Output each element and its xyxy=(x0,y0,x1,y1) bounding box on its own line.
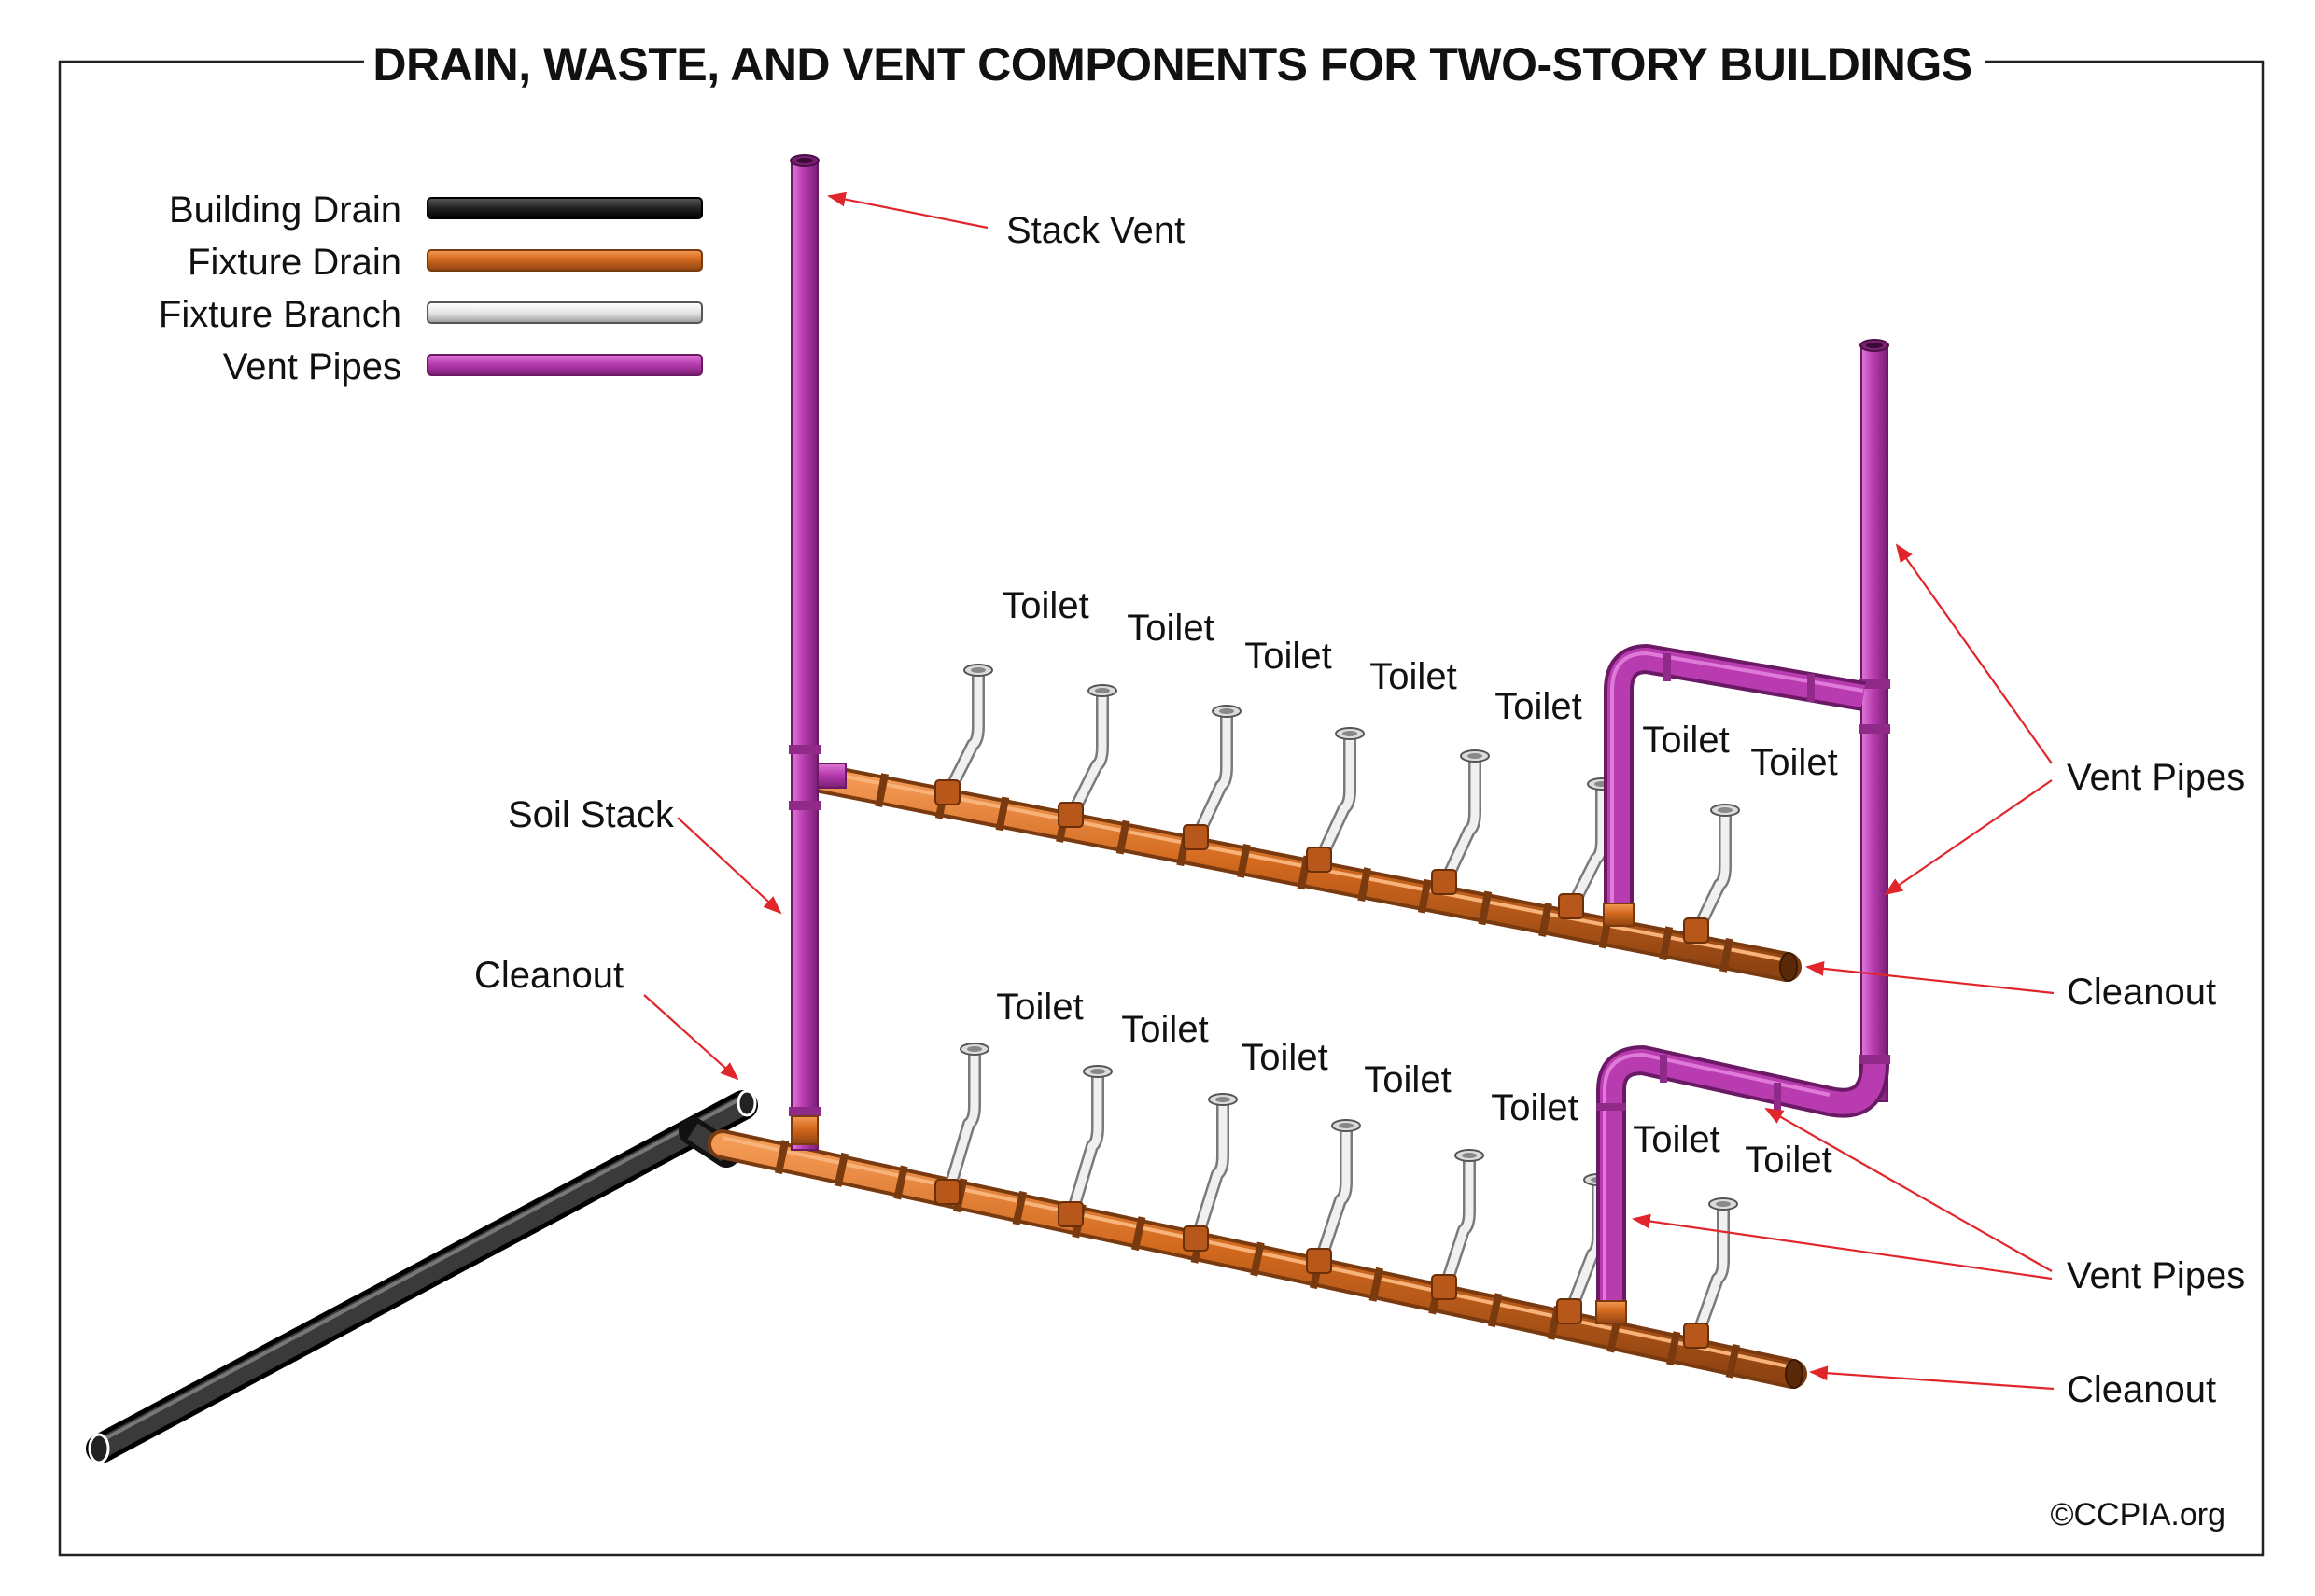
arrow-vent-pipes-upper-a xyxy=(1895,543,2053,764)
lower-drain-coupling xyxy=(1012,1190,1028,1225)
upper-drain-coupling xyxy=(1236,843,1251,878)
arrow-vent-pipes-lower-a xyxy=(1764,1108,2053,1272)
lower-branch-7 xyxy=(1683,1197,1738,1349)
copyright: ©CCPIA.org xyxy=(2050,1497,2225,1533)
upper-drain-coupling xyxy=(1357,867,1372,903)
lower-drain-coupling xyxy=(1487,1293,1503,1328)
lower-drain-coupling xyxy=(1725,1343,1741,1379)
upper-drain-coupling xyxy=(1659,926,1674,961)
label-vent-pipes-lower: Vent Pipes xyxy=(2067,1255,2245,1296)
arrow-stack-vent xyxy=(827,191,989,230)
toilet-label-upper-6: Toilet xyxy=(1642,720,1729,761)
upper-drain-coupling xyxy=(875,773,890,808)
legend-label-fixture-branch: Fixture Branch xyxy=(159,294,401,335)
label-cleanout-upper-right: Cleanout xyxy=(2067,972,2216,1013)
toilet-label-upper-5: Toilet xyxy=(1494,686,1581,727)
upper-drain-coupling xyxy=(1538,903,1552,937)
toilet-label-upper-7: Toilet xyxy=(1750,742,1837,783)
lower-drain-coupling xyxy=(1130,1216,1146,1252)
soil-stack xyxy=(789,154,847,1151)
label-soil-stack: Soil Stack xyxy=(508,794,675,835)
toilet-label-upper-3: Toilet xyxy=(1244,636,1331,677)
arrow-vent-pipes-lower-b xyxy=(1632,1213,2053,1281)
toilet-label-upper-4: Toilet xyxy=(1369,656,1456,697)
page-title: DRAIN, WASTE, AND VENT COMPONENTS FOR TW… xyxy=(372,38,1971,91)
lower-drain-coupling xyxy=(1606,1318,1621,1353)
lower-drain-coupling xyxy=(774,1140,790,1175)
toilet-label-lower-4: Toilet xyxy=(1364,1059,1451,1100)
upper-drain-coupling xyxy=(1478,890,1493,926)
arrow-cleanout-upper-right xyxy=(1805,961,2055,995)
lower-branch-1 xyxy=(934,1043,989,1205)
legend-swatch-fixture-drain xyxy=(427,249,703,272)
toilet-label-upper-1: Toilet xyxy=(1002,585,1088,626)
upper-branch-7 xyxy=(1683,804,1740,944)
lower-branch-5 xyxy=(1431,1149,1484,1300)
toilet-label-lower-5: Toilet xyxy=(1491,1087,1578,1128)
upper-drain-coupling xyxy=(1417,878,1432,914)
legend-label-fixture-drain: Fixture Drain xyxy=(188,242,401,283)
upper-drain-coupling xyxy=(1115,819,1130,855)
upper-branch-2 xyxy=(1058,684,1117,828)
lower-drain-coupling xyxy=(1665,1331,1681,1366)
label-cleanout-left: Cleanout xyxy=(474,955,624,996)
legend-label-building-drain: Building Drain xyxy=(169,189,401,231)
right-vent-assembly xyxy=(1595,339,1890,1324)
building-drain xyxy=(86,1089,758,1464)
lower-branch-4 xyxy=(1306,1119,1361,1274)
upper-branch-3 xyxy=(1183,705,1242,850)
label-stack-vent: Stack Vent xyxy=(1006,210,1185,251)
lower-branch-2 xyxy=(1058,1065,1113,1227)
lower-drain-coupling xyxy=(834,1152,849,1187)
toilet-label-lower-6: Toilet xyxy=(1633,1119,1719,1160)
toilet-label-lower-3: Toilet xyxy=(1241,1037,1327,1078)
frame xyxy=(58,60,2265,1557)
callout-arrows xyxy=(643,191,2055,1391)
arrow-cleanout-left xyxy=(643,994,739,1081)
lower-drain-coupling xyxy=(893,1165,908,1200)
toilet-label-lower-2: Toilet xyxy=(1121,1009,1208,1050)
upper-branch-6 xyxy=(1558,777,1617,919)
arrow-cleanout-lower-right xyxy=(1809,1365,2055,1391)
lower-fixture-drain xyxy=(708,1129,1807,1389)
toilet-label-upper-2: Toilet xyxy=(1127,608,1214,649)
upper-branch-5 xyxy=(1431,749,1490,895)
label-cleanout-lower-right: Cleanout xyxy=(2067,1369,2216,1410)
legend-swatch-vent-pipes xyxy=(427,354,703,376)
lower-branch-3 xyxy=(1183,1093,1238,1252)
arrow-soil-stack xyxy=(677,817,782,915)
legend-label-vent-pipes: Vent Pipes xyxy=(223,346,401,387)
label-vent-pipes-upper: Vent Pipes xyxy=(2067,757,2245,798)
legend-swatch-building-drain xyxy=(427,197,703,219)
arrow-vent-pipes-upper-b xyxy=(1884,779,2053,896)
upper-branch-1 xyxy=(934,664,993,805)
legend-swatch-fixture-branch xyxy=(427,301,703,324)
toilet-label-lower-1: Toilet xyxy=(996,987,1083,1028)
toilet-label-lower-7: Toilet xyxy=(1745,1140,1831,1181)
fixture-branches xyxy=(934,664,1740,1349)
upper-drain-coupling xyxy=(1719,937,1733,973)
lower-drain-coupling xyxy=(1368,1267,1384,1302)
upper-drain-coupling xyxy=(995,796,1010,832)
upper-fixture-drain xyxy=(807,763,1802,982)
upper-branch-4 xyxy=(1306,727,1365,873)
lower-drain-coupling xyxy=(1250,1241,1265,1277)
legend: Building Drain Fixture Drain Fixture Bra… xyxy=(159,189,703,387)
